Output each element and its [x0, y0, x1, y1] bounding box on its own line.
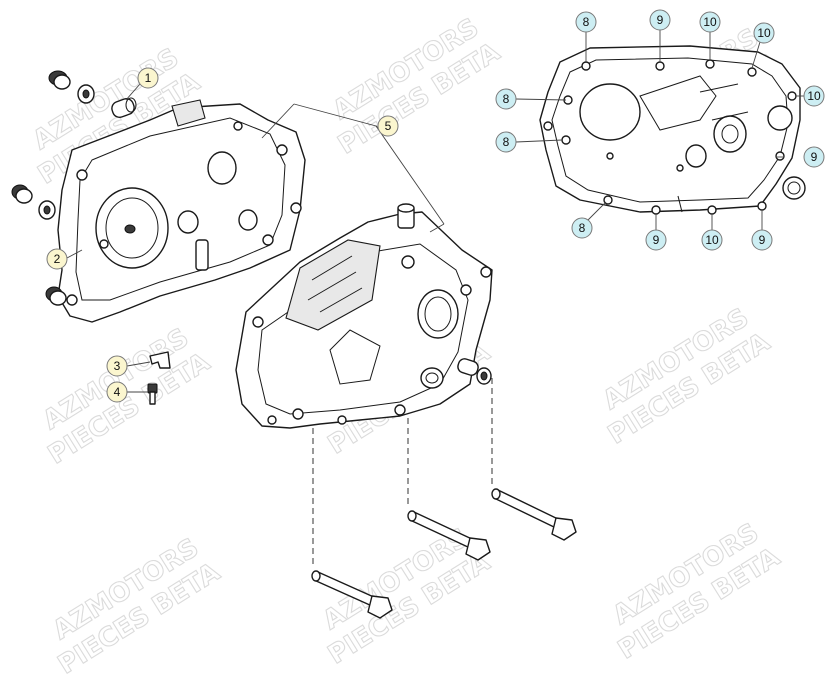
bolt-right [491, 488, 577, 541]
callout-9d-label: 9 [759, 233, 766, 247]
callout-9d[interactable]: 9 [751, 210, 773, 251]
callout-10b-label: 10 [757, 26, 771, 40]
callout-8d[interactable]: 8 [571, 201, 607, 239]
bushing-part-1 [111, 97, 137, 119]
callout-10a-label: 10 [703, 15, 717, 29]
callout-2[interactable]: 2 [46, 248, 83, 270]
callout-8d-label: 8 [579, 221, 586, 235]
callout-9a[interactable]: 9 [649, 9, 671, 62]
bolt-middle [407, 510, 491, 561]
callout-10d-label: 10 [705, 233, 719, 247]
callout-9c[interactable]: 9 [645, 214, 667, 251]
crankcase-gasket [539, 45, 806, 215]
callout-8b-label: 8 [503, 92, 510, 106]
callout-8a-label: 8 [583, 15, 590, 29]
callout-10a[interactable]: 10 [699, 11, 721, 60]
callout-10d[interactable]: 10 [701, 214, 723, 251]
callout-4-label: 4 [114, 385, 121, 399]
callout-1[interactable]: 1 [125, 67, 159, 101]
callout-9a-label: 9 [657, 13, 664, 27]
callout-9b[interactable]: 9 [776, 146, 825, 168]
right-crankcase-half [235, 203, 493, 429]
callout-10c[interactable]: 10 [796, 85, 825, 107]
crankcase-bolts [311, 378, 577, 619]
plug-mid [11, 184, 33, 204]
callout-9b-label: 9 [811, 150, 818, 164]
callout-3-label: 3 [114, 359, 121, 373]
callout-1-label: 1 [145, 71, 152, 85]
plug-low [45, 286, 67, 306]
dowel-and-oring [457, 358, 492, 385]
callout-10c-label: 10 [807, 89, 821, 103]
left-small-parts [11, 70, 171, 405]
callout-8c-label: 8 [503, 135, 510, 149]
screw-part-4 [147, 383, 158, 405]
callout-8a[interactable]: 8 [575, 11, 597, 62]
bolt-left [311, 570, 393, 619]
callout-8c[interactable]: 8 [495, 131, 563, 153]
clip-part-3 [149, 351, 171, 369]
callout-3[interactable]: 3 [106, 355, 151, 377]
callout-8b[interactable]: 8 [495, 88, 567, 110]
callout-5[interactable]: 5 [377, 115, 399, 137]
callout-5-label: 5 [385, 119, 392, 133]
callout-4[interactable]: 4 [106, 381, 148, 403]
left-crankcase-half [57, 99, 306, 323]
plug-top [48, 70, 71, 90]
callout-2-label: 2 [54, 252, 61, 266]
callout-10b[interactable]: 10 [751, 22, 775, 69]
callout-9c-label: 9 [653, 233, 660, 247]
callouts: 1 2 3 4 5 8 8 [46, 9, 825, 403]
